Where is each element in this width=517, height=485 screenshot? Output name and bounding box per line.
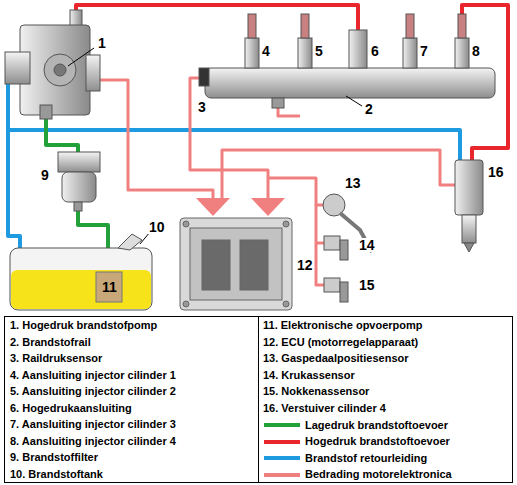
legend-entry: Lagedruk brandstoftoevoer [263, 418, 448, 432]
callout-number: 2 [364, 102, 374, 116]
legend-entry: Hogedruk brandstoftoevoer [263, 435, 450, 449]
callout-number: 4 [261, 44, 271, 58]
callout-number: 15 [358, 278, 376, 292]
callout-number: 10 [148, 220, 166, 234]
legend-entry: Brandstof retourleiding [263, 451, 427, 465]
wiring [316, 205, 324, 285]
table-cell: 9. Brandstoffilter [10, 451, 98, 464]
table-cell: 7. Aansluiting injector cilinder 3 [10, 418, 176, 431]
wiring [316, 242, 324, 245]
signal-arrow [196, 198, 230, 216]
legend-line [263, 419, 301, 431]
table-cell: 6. Hogedrukaansluiting [10, 402, 132, 415]
table-cell: 10. Brandstoftank [10, 468, 103, 481]
legend-text: Brandstof retourleiding [305, 452, 427, 465]
table-cell: 14. Krukassensor [263, 369, 355, 382]
low-pressure-line [46, 116, 78, 152]
high-pressure-pump [5, 10, 100, 119]
callout-number: 9 [40, 168, 50, 182]
table-cell: 15. Nokkenassensor [263, 385, 369, 398]
callout-number: 8 [471, 44, 481, 58]
fuel-rail [199, 14, 495, 108]
table-cell: 5. Aansluiting injector cilinder 2 [10, 385, 176, 398]
legend-text: Hogedruk brandstoftoevoer [305, 435, 450, 448]
legend-text: Bedrading motorelektronica [305, 468, 452, 481]
ecu [180, 218, 292, 310]
legend-entry: Bedrading motorelektronica [263, 468, 452, 482]
leader-line [68, 48, 94, 66]
legend-line [263, 452, 301, 464]
table-cell: 1. Hogedruk brandstofpomp [10, 319, 157, 332]
callout-number: 1 [97, 36, 107, 50]
legend-line [263, 436, 301, 448]
signal-arrow [251, 198, 285, 216]
leader-line [346, 96, 362, 106]
callout-number: 7 [419, 44, 429, 58]
legend-table [5, 317, 513, 483]
injector [455, 160, 483, 252]
callout-number: 3 [197, 100, 207, 114]
table-cell: 11. Elektronische opvoerpomp [263, 319, 423, 332]
high-pressure-line [76, 5, 358, 30]
callout-number: 13 [344, 176, 362, 190]
fuel-filter [58, 152, 100, 211]
wiring [98, 80, 213, 200]
table-cell: 2. Brandstofrail [10, 336, 91, 349]
table-cell: 3. Raildruksensor [10, 352, 102, 365]
callout-number: 5 [314, 44, 324, 58]
legend-line [263, 469, 301, 481]
table-cell: 13. Gaspedaalpositiesensor [263, 352, 409, 365]
callout-number: 6 [370, 44, 380, 58]
callout-number: 12 [296, 258, 314, 272]
table-cell: 4. Aansluiting injector cilinder 1 [10, 369, 176, 382]
callout-number: 11 [101, 280, 118, 294]
callout-number: 14 [358, 238, 376, 252]
table-cell: 16. Verstuiver cilinder 4 [263, 402, 386, 415]
table-cell: 12. ECU (motorregelapparaat) [263, 336, 418, 349]
table-divider [258, 316, 259, 483]
callout-number: 16 [487, 165, 505, 179]
fuel-tank [10, 234, 152, 310]
wiring [222, 150, 455, 200]
table-cell: 8. Aansluiting injector cilinder 4 [10, 435, 176, 448]
legend-text: Lagedruk brandstoftoevoer [305, 419, 448, 432]
